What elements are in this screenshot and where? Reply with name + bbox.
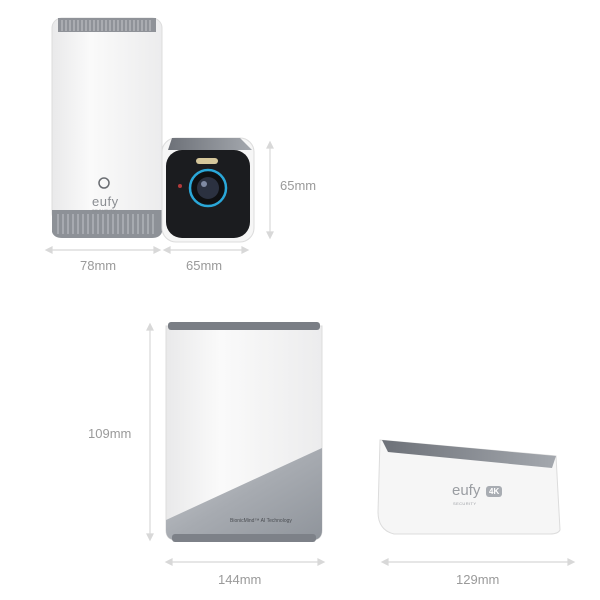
camera-width-label: 65mm	[186, 258, 223, 273]
camera-height-label: 65mm	[280, 178, 317, 193]
power-button-icon	[98, 177, 110, 189]
hub-sublogo: SECURITY	[92, 208, 117, 213]
top-dimension-lines	[44, 140, 274, 254]
camera-sublogo: SECURITY	[453, 501, 477, 506]
hub-front	[51, 17, 163, 238]
hub-logo: eufy	[92, 194, 119, 209]
camera-depth-label: 129mm	[456, 572, 500, 587]
hub-panel-text: BionicMind™ AI Technology	[230, 518, 292, 524]
bottom-dimension-lines	[146, 322, 576, 566]
hub-side	[165, 322, 323, 542]
hub-width-label: 78mm	[80, 258, 117, 273]
hub-depth-label: 144mm	[218, 572, 262, 587]
camera-logo: eufy	[452, 482, 481, 499]
camera-side	[377, 439, 561, 535]
camera-front	[161, 137, 255, 243]
resolution-badge: 4K	[486, 486, 503, 497]
hub-height-label: 109mm	[88, 426, 132, 441]
